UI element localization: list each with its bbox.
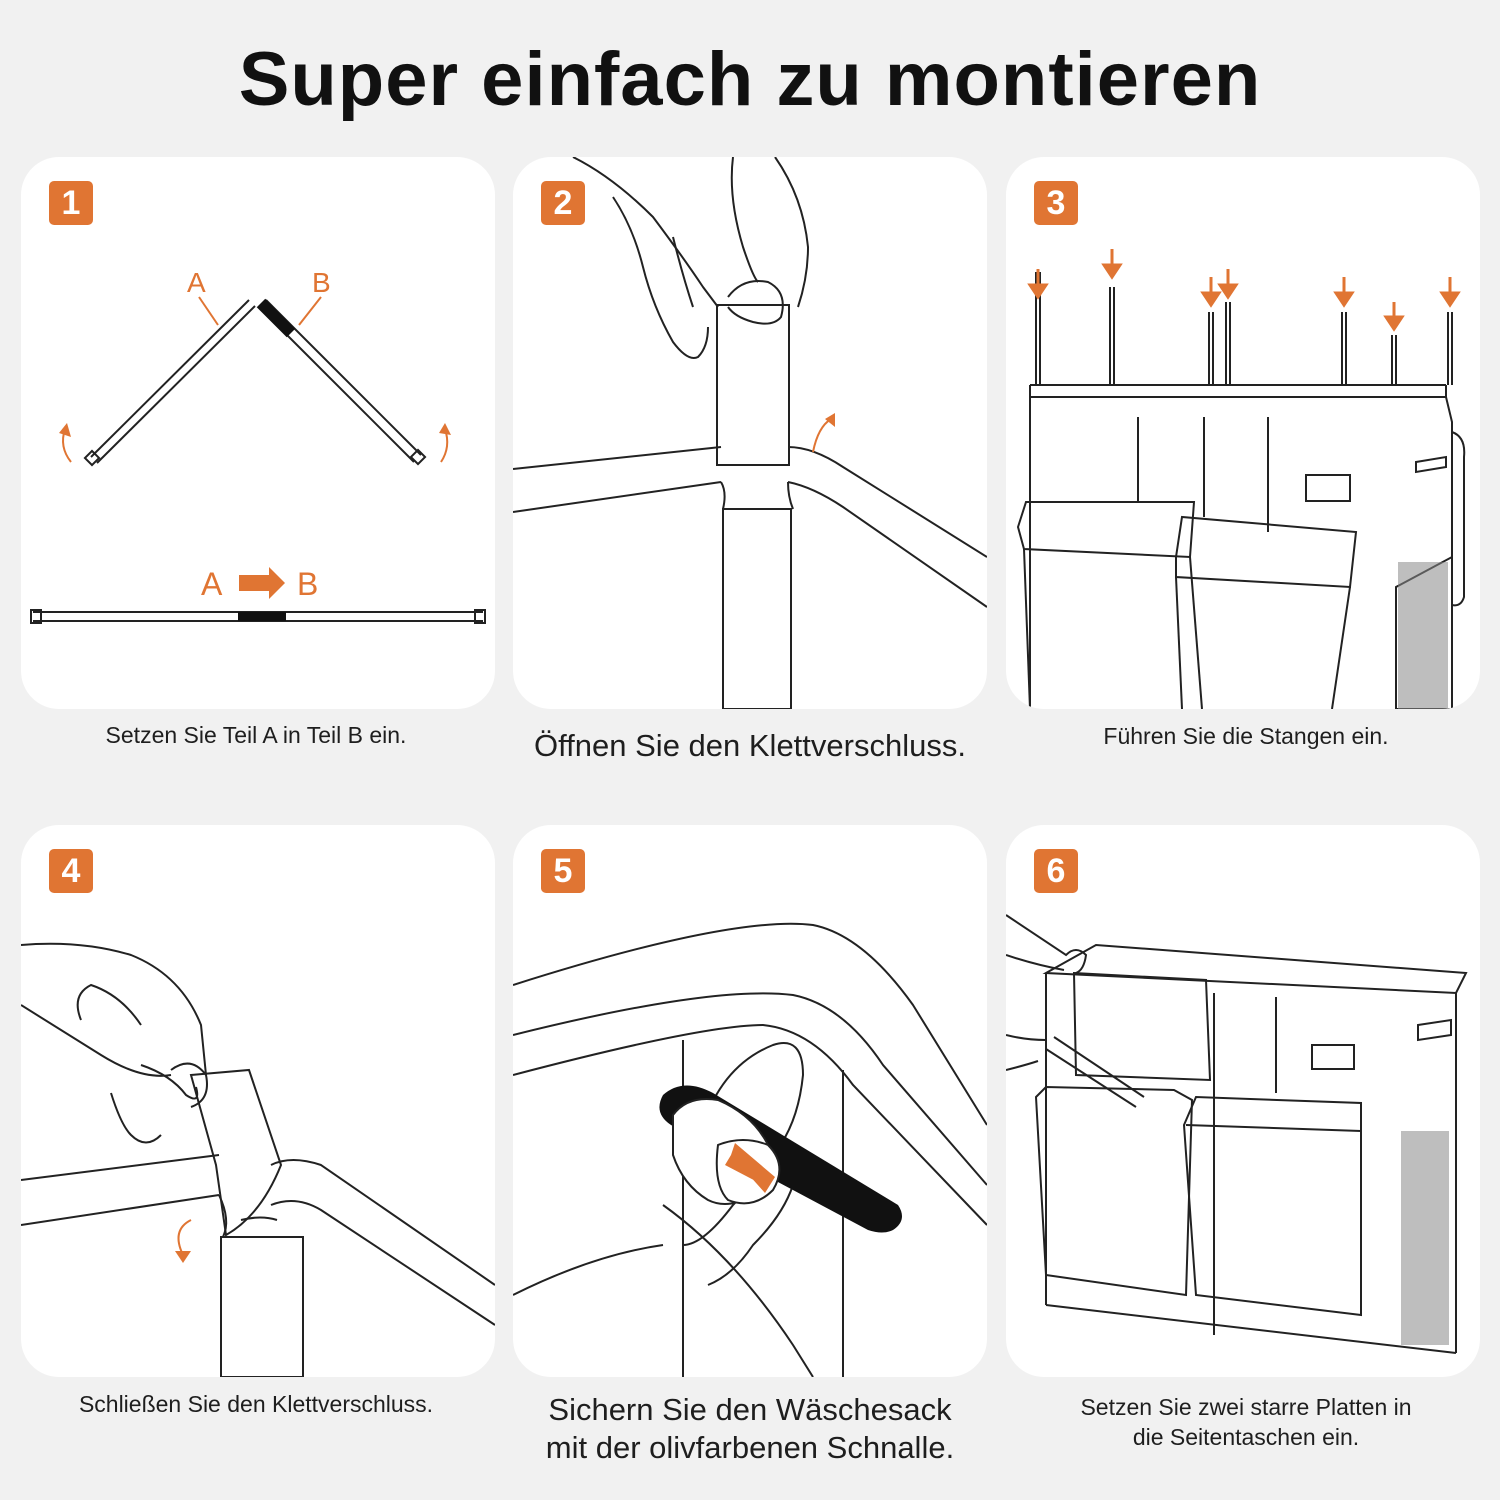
step-1-caption: Setzen Sie Teil A in Teil B ein. xyxy=(105,722,407,748)
step-5-badge: 5 xyxy=(541,849,585,893)
label-b-bottom: B xyxy=(297,566,318,602)
label-a: A xyxy=(187,267,206,298)
step-6-caption-line1: Setzen Sie zwei starre Platten in xyxy=(1080,1394,1412,1420)
insert-panels-illustration xyxy=(1006,914,1468,1354)
close-velcro-illustration xyxy=(21,942,495,1377)
rod-joint xyxy=(238,612,286,621)
step-5-caption: Sichern Sie den Wäschesack mit der olivf… xyxy=(513,1391,987,1467)
step-1-badge: 1 xyxy=(49,181,93,225)
step-4-caption: Schließen Sie den Klettverschluss. xyxy=(78,1391,434,1417)
step-4-panel: 4 xyxy=(21,825,495,1377)
mesh-panel xyxy=(1398,562,1448,709)
step-2-caption: Öffnen Sie den Klettverschluss. xyxy=(534,728,966,763)
step-6-caption: Setzen Sie zwei starre Platten in die Se… xyxy=(1009,1392,1483,1452)
step-5-caption-line2: mit der olivfarbenen Schnalle. xyxy=(545,1430,955,1465)
step-6-panel: 6 xyxy=(1006,825,1480,1377)
insert-rods-illustration xyxy=(1016,249,1466,709)
step-4-badge: 4 xyxy=(49,849,93,893)
mesh-panel xyxy=(1401,1131,1449,1345)
page-title: Super einfach zu montieren xyxy=(238,37,1262,122)
label-b: B xyxy=(312,267,331,298)
step-1-panel: 1 A B A B xyxy=(21,157,495,709)
step-6-badge: 6 xyxy=(1034,849,1078,893)
label-a-bottom: A xyxy=(201,566,223,602)
step-3-panel: 3 xyxy=(1006,157,1480,709)
step-5-panel: 5 xyxy=(513,825,987,1377)
step-3-caption: Führen Sie die Stangen ein. xyxy=(1103,723,1389,749)
part-b-sleeve xyxy=(256,298,296,338)
step-2-panel: 2 xyxy=(513,157,987,709)
step-3-badge: 3 xyxy=(1034,181,1078,225)
step-2-badge: 2 xyxy=(541,181,585,225)
step-5-caption-line1: Sichern Sie den Wäschesack xyxy=(548,1392,952,1427)
buckle-illustration xyxy=(513,922,987,1377)
step-6-caption-line2: die Seitentaschen ein. xyxy=(1132,1424,1360,1450)
open-velcro-illustration xyxy=(513,157,987,709)
rod-assembly-illustration: A B A B xyxy=(30,267,486,624)
